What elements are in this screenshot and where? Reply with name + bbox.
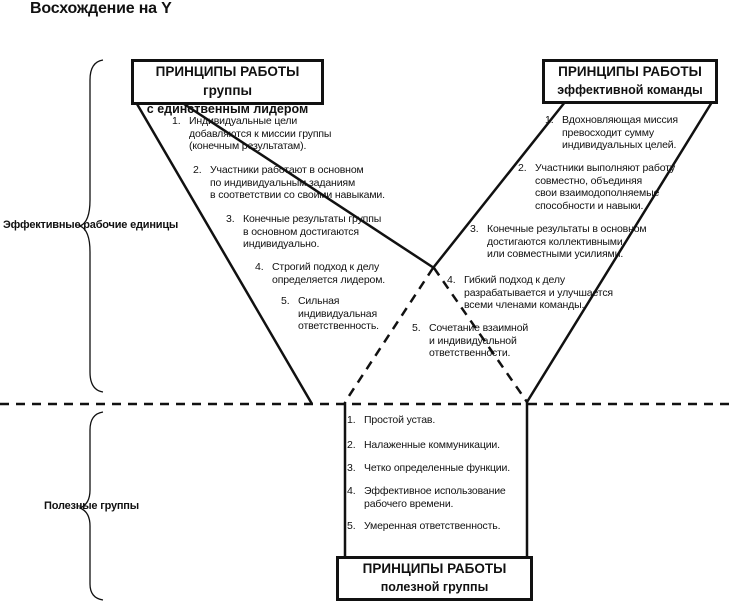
stem-outline xyxy=(343,402,529,560)
right-header-line1: ПРИНЦИПЫ РАБОТЫ xyxy=(558,64,702,79)
right-item-5: 5. Сочетание взаимной и индивидуальной о… xyxy=(412,322,529,359)
brace-top xyxy=(78,59,104,393)
stem-item-1: 1. Простой устав. xyxy=(347,414,436,426)
page-title: Восхождение на Y xyxy=(30,0,172,17)
right-item-2: 2. Участники выполняют работу совместно,… xyxy=(518,162,676,212)
left-arm-dashed xyxy=(432,267,529,403)
stem-item-5: 5. Умеренная ответственность. xyxy=(347,520,501,532)
stem-item-4: 4. Эффективное использование рабочего вр… xyxy=(347,485,506,510)
bottom-header-line2: полезной группы xyxy=(380,580,489,594)
right-item-3: 3. Конечные результаты в основном достиг… xyxy=(470,223,647,260)
left-header-box: ПРИНЦИПЫ РАБОТЫ группы с единственным ли… xyxy=(131,59,324,116)
brace-bottom xyxy=(78,411,104,601)
left-header-line2: с единственным лидером xyxy=(146,102,309,116)
side-label-bottom: Полезные группы xyxy=(44,500,139,512)
left-item-5: 5. Сильная индивидуальная ответственност… xyxy=(281,295,379,332)
right-item-4: 4. Гибкий подход к делу разрабатывается … xyxy=(447,274,613,311)
right-item-1: 1. Вдохновляющая миссия превосходит сумм… xyxy=(545,114,678,151)
side-label-top: Эффективные рабочие единицы xyxy=(3,219,179,231)
left-item-1: 1. Индивидуальные цели добавляются к мис… xyxy=(172,115,332,152)
left-item-3: 3. Конечные результаты группы в основном… xyxy=(226,213,382,250)
right-header-box: ПРИНЦИПЫ РАБОТЫ эффективной команды xyxy=(542,59,718,104)
stem-item-3: 3. Четко определенные функции. xyxy=(347,462,511,474)
left-item-4: 4. Строгий подход к делу определяется ли… xyxy=(255,261,386,286)
right-header-line2: эффективной команды xyxy=(557,83,703,97)
left-header-line1: ПРИНЦИПЫ РАБОТЫ группы xyxy=(155,64,300,98)
bottom-header-box: ПРИНЦИПЫ РАБОТЫ полезной группы xyxy=(336,556,533,601)
right-arm-dashed xyxy=(343,267,435,403)
left-item-2: 2. Участники работают в основном по инди… xyxy=(193,164,385,201)
right-arm-outline xyxy=(432,101,714,403)
stem-item-2: 2. Налаженные коммуникации. xyxy=(347,439,500,451)
left-arm-outline xyxy=(135,102,435,405)
bottom-header-line1: ПРИНЦИПЫ РАБОТЫ xyxy=(362,561,507,576)
